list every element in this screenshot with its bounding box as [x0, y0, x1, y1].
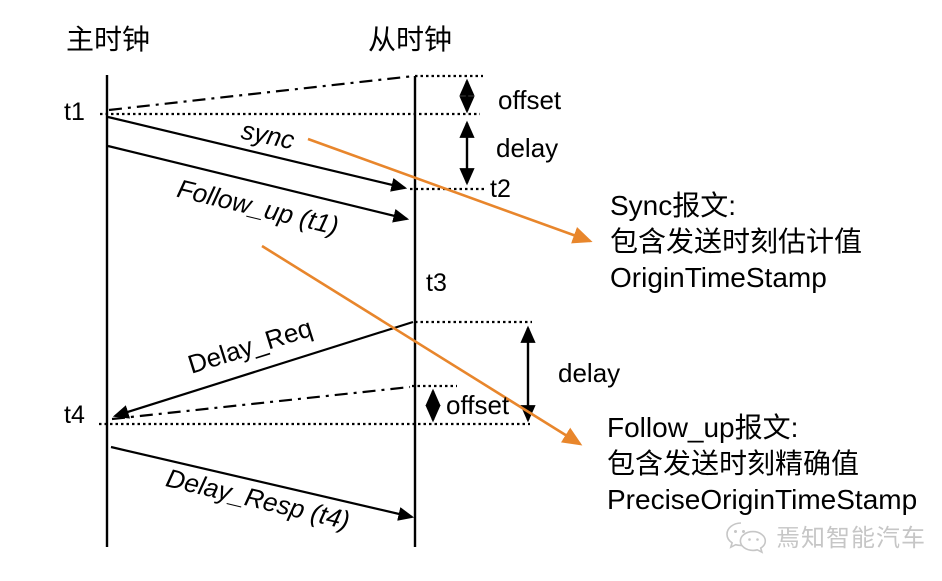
skew-dashdot-top [108, 74, 415, 112]
offset-bottom-label: offset [446, 390, 510, 420]
delay-resp-arrow [110, 445, 415, 521]
follow-up-note-title: Follow_up报文: [607, 412, 799, 443]
master-clock-label: 主时钟 [66, 23, 151, 56]
timestamp-t4-label: t4 [64, 401, 85, 429]
sync-note-title: Sync报文: [610, 190, 737, 221]
watermark-text: 焉知智能汽车 [776, 525, 926, 552]
offset-top-label: offset [498, 85, 562, 115]
follow-up-note-line3: PreciseOriginTimeStamp [607, 484, 918, 515]
timestamp-t2-label: t2 [490, 175, 511, 203]
follow-up-note-pointer-arrow [261, 244, 583, 446]
sync-note: Sync报文: 包含发送时刻估计值 OriginTimeStamp [610, 188, 862, 296]
sync-note-line3: OriginTimeStamp [610, 262, 827, 293]
delay-req-arrow [112, 320, 414, 419]
delay-bottom-label: delay [558, 358, 621, 388]
wechat-icon [726, 522, 767, 554]
follow-up-arrow [107, 144, 410, 223]
sync-note-line2: 包含发送时刻估计值 [610, 226, 863, 257]
slave-clock-label: 从时钟 [368, 23, 453, 56]
follow-up-note: Follow_up报文: 包含发送时刻精确值 PreciseOriginTime… [607, 410, 917, 518]
follow-up-note-line2: 包含发送时刻精确值 [607, 448, 860, 479]
skew-dashdot-bottom [111, 385, 411, 421]
timestamp-t1-label: t1 [64, 98, 85, 126]
timestamp-t3-label: t3 [426, 269, 447, 297]
sync-note-pointer-arrow [307, 137, 593, 244]
sync-arrow [107, 115, 408, 192]
watermark: 焉知智能汽车 [724, 519, 926, 559]
delay-top-label: delay [496, 133, 559, 163]
